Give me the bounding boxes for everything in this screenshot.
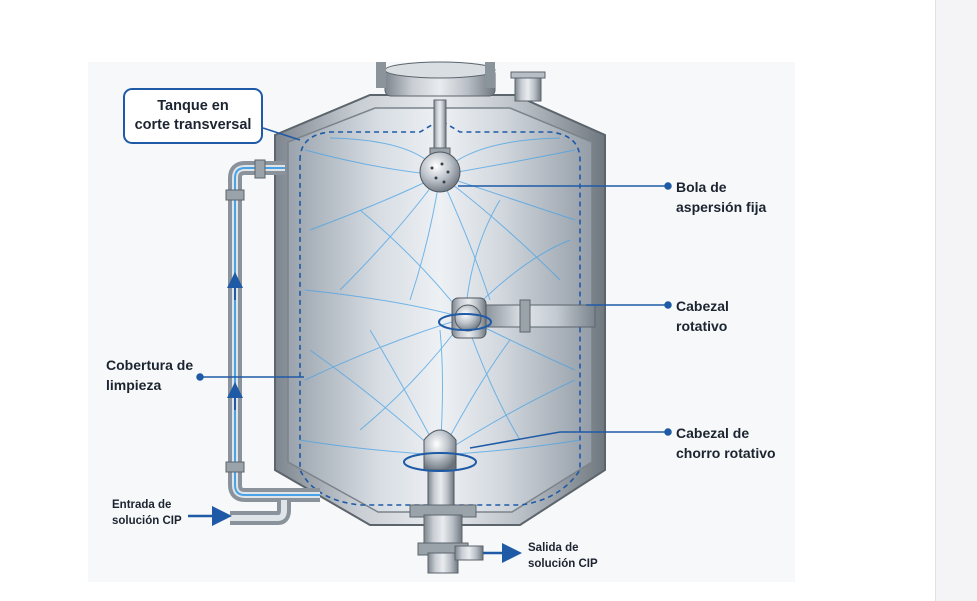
cip-tank-diagram: Bola de aspersión fija Cabezal rotativo … <box>106 61 776 574</box>
label-rotary-head-2: rotativo <box>676 318 727 334</box>
rotary-head <box>438 297 596 339</box>
label-coverage-1: Cobertura de <box>106 357 193 373</box>
top-manway <box>376 61 546 102</box>
label-rotary-head-1: Cabezal <box>676 298 729 314</box>
label-coverage-2: limpieza <box>106 377 161 393</box>
label-cip-outlet-1: Salida de <box>528 542 579 554</box>
leader-lines <box>188 127 672 563</box>
label-spray-ball-1: Bola de <box>676 179 727 195</box>
title-line-1: Tanque en <box>157 98 229 114</box>
label-spray-ball-2: aspersión fija <box>676 199 766 215</box>
title-box: Tanque en corte transversal <box>123 88 263 144</box>
fixed-spray-ball <box>419 99 461 193</box>
scrollbar-panel[interactable] <box>935 0 977 601</box>
label-cip-inlet-2: solución CIP <box>112 515 182 527</box>
title-line-2: corte transversal <box>134 117 252 133</box>
label-cip-inlet-1: Entrada de <box>112 499 171 511</box>
bottom-outlet <box>409 504 484 574</box>
label-cip-outlet-2: solución CIP <box>528 558 598 570</box>
cip-supply-pipe <box>225 159 320 525</box>
rotary-jet-head <box>403 429 477 513</box>
label-rotary-jet-1: Cabezal de <box>676 425 749 441</box>
coverage-dashed-outline <box>299 119 581 506</box>
label-rotary-jet-2: chorro rotativo <box>676 445 776 461</box>
